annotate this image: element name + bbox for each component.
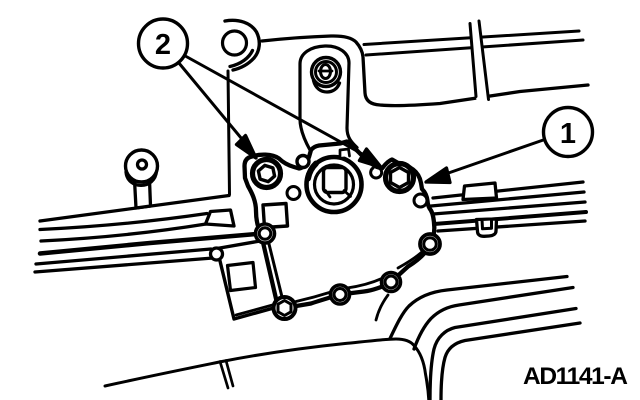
svg-text:2: 2 — [155, 29, 171, 61]
svg-text:1: 1 — [560, 118, 576, 150]
svg-text:AD1141-A: AD1141-A — [523, 363, 628, 390]
